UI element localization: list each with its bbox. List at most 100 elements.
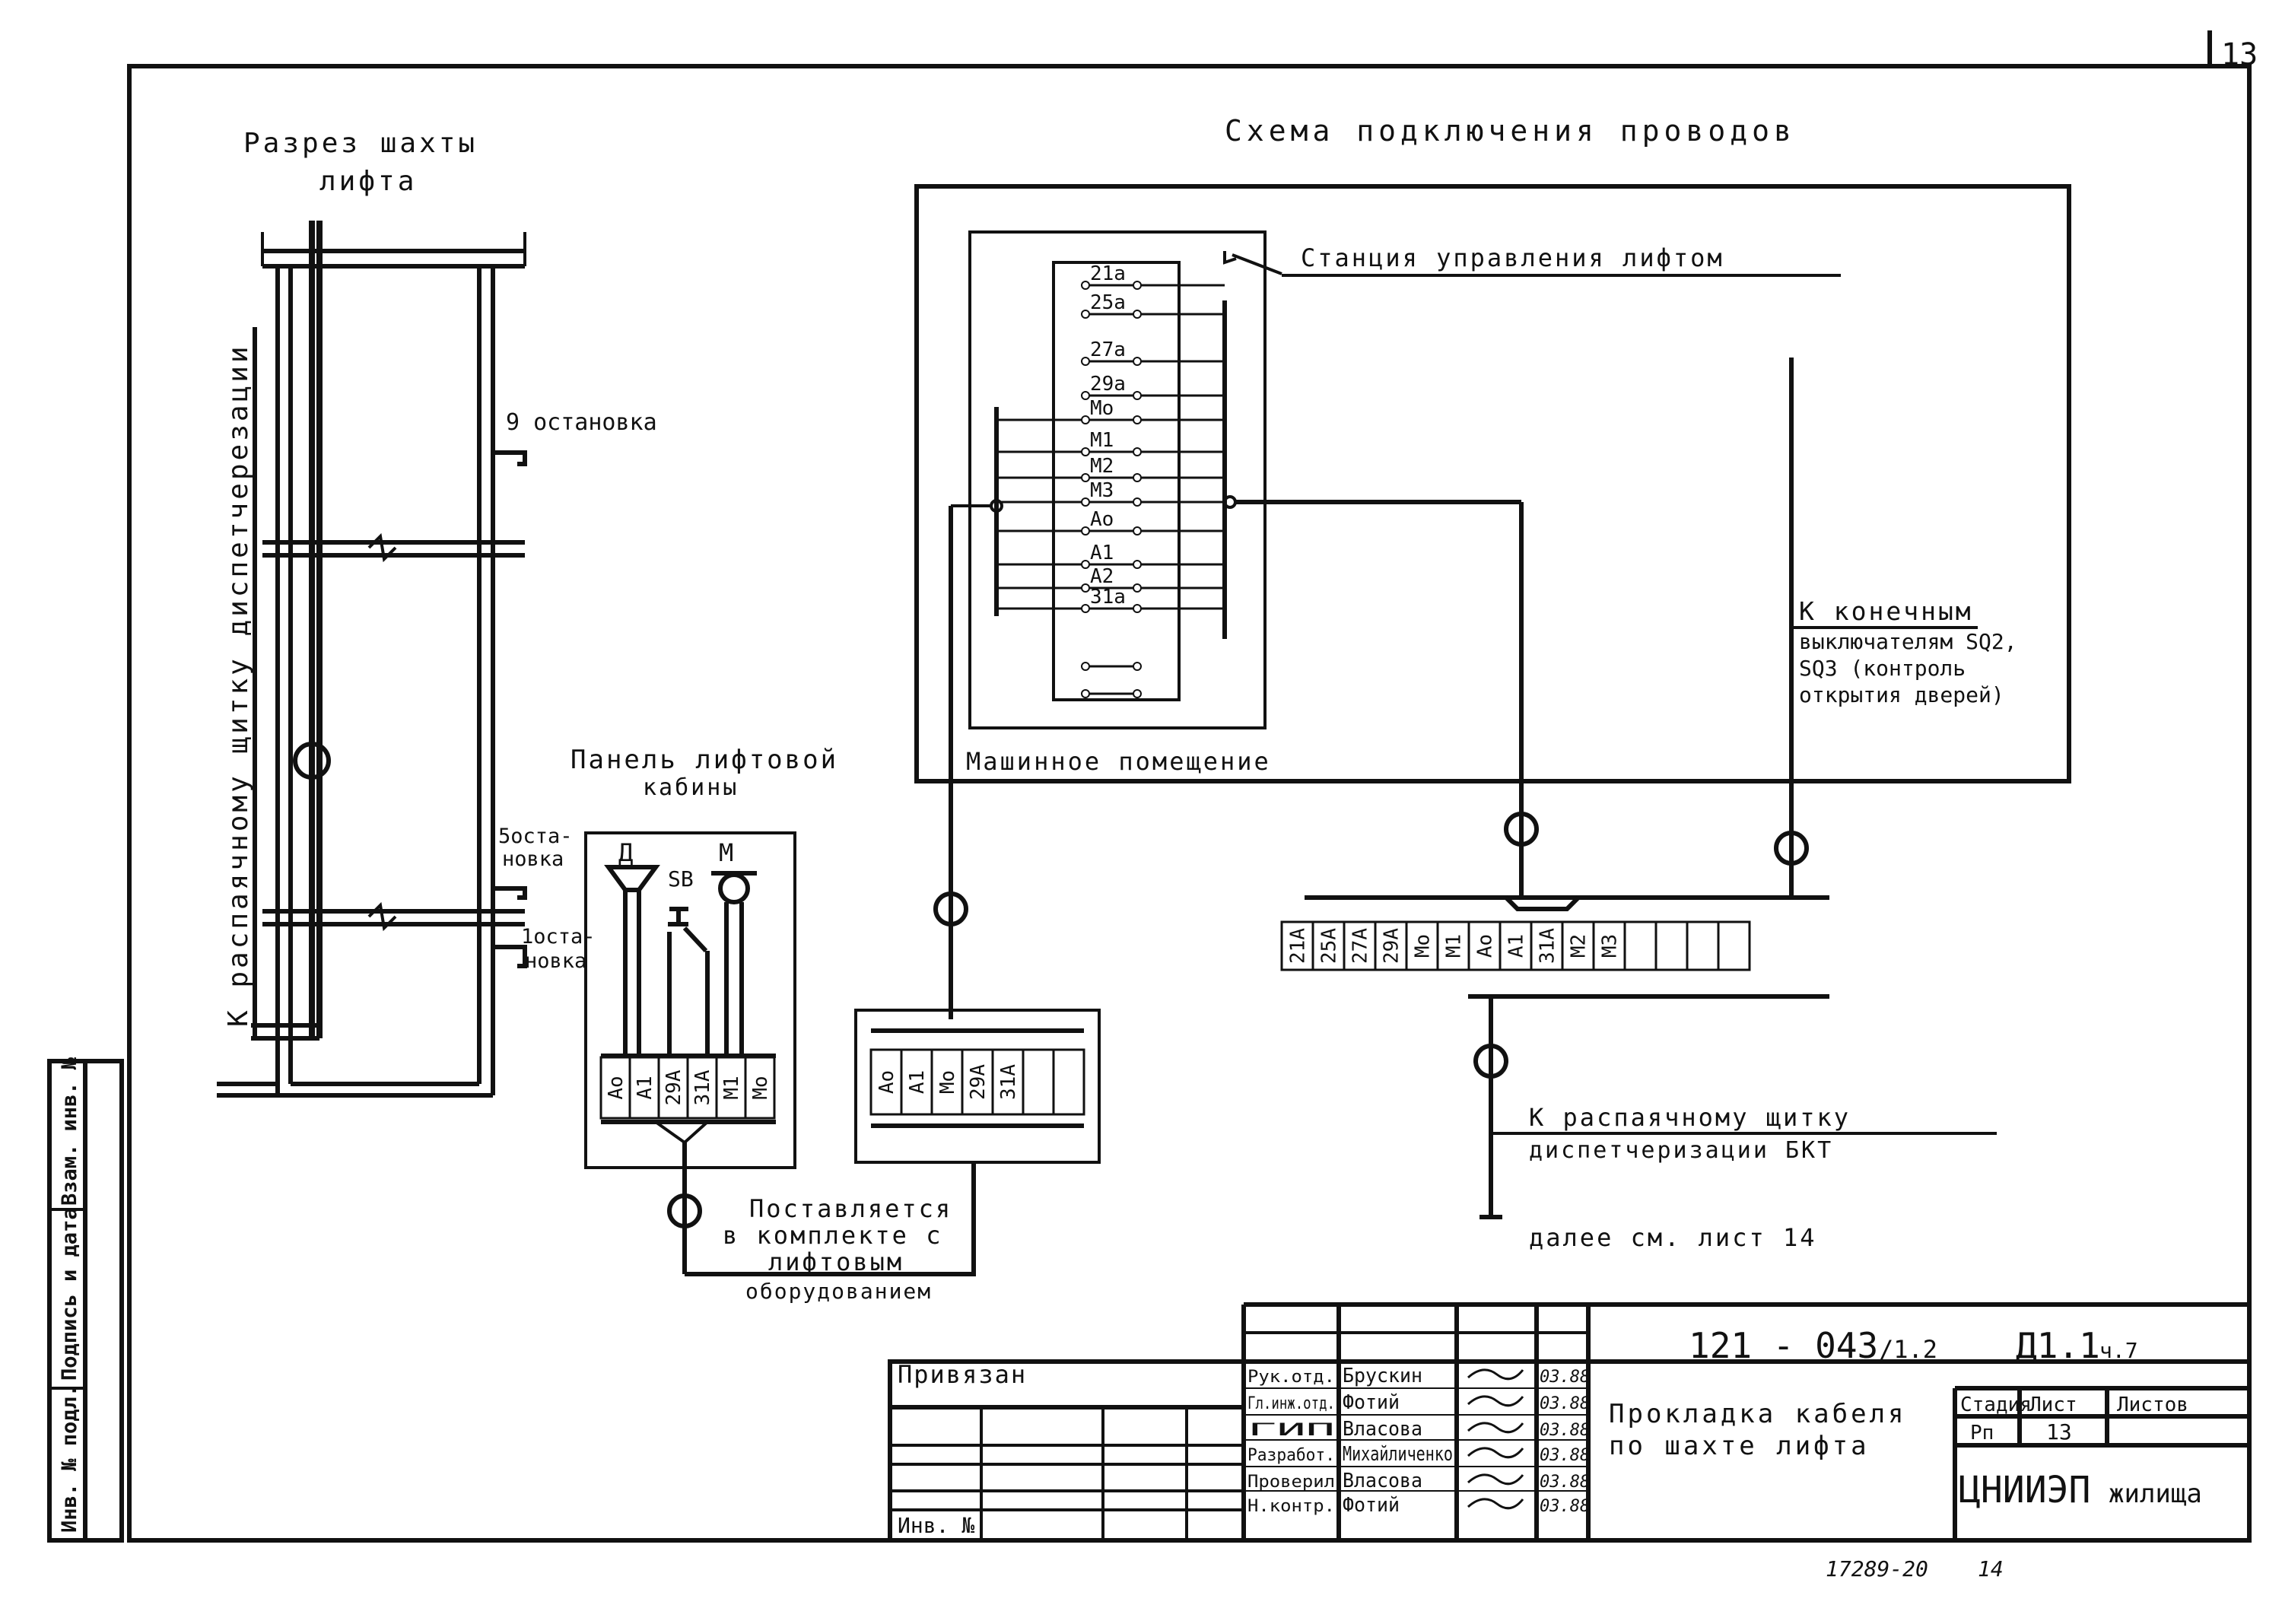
- terminal-label: 29А: [1381, 928, 1403, 964]
- terminal-node: [1081, 310, 1090, 319]
- cable-junction-circle: [1473, 1044, 1508, 1079]
- dispatch-line2: диспетчеризации БКТ: [1529, 1137, 1833, 1164]
- doc-part: ч.7: [2099, 1338, 2138, 1363]
- shaft-vertical-label: К распаячному щитку диспетчерезации: [223, 343, 254, 1027]
- cabin-panel-frame: [584, 831, 796, 1169]
- signature-date: 03.88: [1540, 1394, 1590, 1413]
- terminal-node: [1081, 689, 1090, 698]
- sheet-value: 13: [2046, 1419, 2072, 1444]
- terminal-label: М2: [1568, 934, 1591, 958]
- cabin-panel-title-line2: кабины: [643, 774, 739, 801]
- inv-no-label: Инв. №: [898, 1513, 974, 1538]
- side-stamp-inv-podl: Инв. № подл.: [58, 1384, 81, 1533]
- terminal-node: [1133, 560, 1142, 569]
- signature-scribble: [1467, 1447, 1524, 1459]
- terminal-cell: [1623, 920, 1657, 971]
- terminal-node: [1133, 473, 1142, 482]
- signature-date: 03.88: [1540, 1421, 1590, 1440]
- terminal-label: 29А: [967, 1064, 990, 1100]
- terminal-cell: [744, 1056, 776, 1120]
- station-label-leader: [1223, 251, 1237, 265]
- organization-a: ЦНИИЭП: [1959, 1469, 2090, 1511]
- signature-scribble: [1467, 1422, 1524, 1434]
- limit-switches-line1: К конечным: [1799, 596, 1973, 626]
- control-station-label: Станция управления лифтом: [1301, 243, 1724, 272]
- control-station-outer: [968, 230, 1267, 729]
- terminal-label: Ао: [605, 1076, 628, 1099]
- terminal-label: 31А: [997, 1064, 1020, 1100]
- shaft-title-line1: Разрез шахты: [243, 128, 478, 159]
- cabin-terminal-jumper: [654, 1120, 709, 1145]
- signature-scribble: [1467, 1473, 1524, 1486]
- station-terminal-label: Ао: [1090, 508, 1114, 531]
- signature-scribble: [1467, 1395, 1524, 1407]
- signature-role: ГИП: [1247, 1421, 1335, 1440]
- terminal-node: [1133, 415, 1142, 424]
- junction-center-dot: [682, 1209, 687, 1213]
- signature-date: 03.88: [1540, 1368, 1590, 1387]
- junction-center-dot: [1489, 1059, 1493, 1063]
- terminal-label: 31А: [1537, 928, 1559, 964]
- cabin-link-cable: [685, 1164, 976, 1276]
- doc-code: 121 - 043: [1689, 1325, 1878, 1366]
- signature-name: Михайличенко: [1343, 1443, 1453, 1466]
- cabin-label-sb: SB: [668, 866, 694, 891]
- terminal-node: [1133, 447, 1142, 456]
- station-terminal-label: 25а: [1090, 291, 1126, 314]
- terminal-node: [1133, 497, 1142, 507]
- signature-role: Н.контр.: [1247, 1497, 1335, 1516]
- wiring-scheme: Схема подключения проводов Машинное поме…: [914, 114, 2071, 1252]
- signature-role: Гл.инж.отд.: [1247, 1394, 1335, 1413]
- dispatch-line1: К распаячному щитку: [1529, 1103, 1851, 1132]
- supplied-line4: оборудованием: [745, 1279, 932, 1304]
- m-lamp-symbol: [718, 872, 750, 904]
- signature-name: Фотий: [1343, 1391, 1400, 1414]
- stop-5-label-line2: новка: [502, 847, 564, 871]
- limit-switches-line3: SQ3 (контроль: [1799, 656, 1966, 681]
- station-terminal-label: А1: [1090, 542, 1114, 564]
- cabin-panel-title-line1: Панель лифтовой: [570, 745, 838, 775]
- station-terminal-label: 31а: [1090, 586, 1126, 609]
- signature-name: Власова: [1343, 1470, 1422, 1492]
- side-stamp-vzam: Взам. инв. №: [58, 1057, 81, 1206]
- terminal-node: [1133, 604, 1142, 613]
- signature-scribble: [1467, 1368, 1524, 1381]
- stage-value: Рп: [1970, 1422, 1994, 1444]
- cable-junction-circle: [293, 742, 331, 780]
- terminal-cell: [1717, 920, 1751, 971]
- terminal-node: [1081, 583, 1090, 593]
- station-terminal-label: А2: [1090, 565, 1114, 588]
- control-station-inner: [1052, 261, 1181, 701]
- stage-header: Стадия: [1960, 1394, 2032, 1416]
- terminal-label: 21А: [1287, 928, 1310, 964]
- terminal-node: [1081, 447, 1090, 456]
- doc-code-suffix: /1.2: [1879, 1335, 1937, 1364]
- cable-junction-circle: [1504, 812, 1539, 847]
- terminal-node: [1081, 560, 1090, 569]
- terminal-node: [1081, 604, 1090, 613]
- scheme-title: Схема подключения проводов: [1225, 114, 1796, 148]
- signature-date: 03.88: [1540, 1497, 1590, 1516]
- side-stamp-signature: Подпись и дата: [58, 1207, 81, 1381]
- terminal-label: 27А: [1349, 928, 1372, 964]
- side-stamp: Инв. № подл. Подпись и дата Взам. инв. №: [47, 1057, 124, 1543]
- terminal-cell: [1686, 920, 1720, 971]
- terminal-node: [1133, 391, 1142, 400]
- shaft-section: Разрез шахты лифта К распаячному щитку д…: [217, 128, 657, 1098]
- signature-scribble: [1467, 1498, 1524, 1510]
- drawing-title-line1: Прокладка кабеля: [1609, 1399, 1907, 1429]
- archive-page: 14: [1978, 1556, 2004, 1581]
- terminal-label: А1: [634, 1076, 656, 1099]
- station-terminal-label: 29а: [1090, 373, 1126, 396]
- station-terminal-label: М2: [1090, 455, 1114, 478]
- terminal-node: [1081, 391, 1090, 400]
- station-terminal-label: М1: [1090, 429, 1114, 452]
- terminal-node: [1133, 662, 1142, 671]
- sheet-corner-number: 13: [2221, 37, 2258, 72]
- terminal-node: [1081, 497, 1090, 507]
